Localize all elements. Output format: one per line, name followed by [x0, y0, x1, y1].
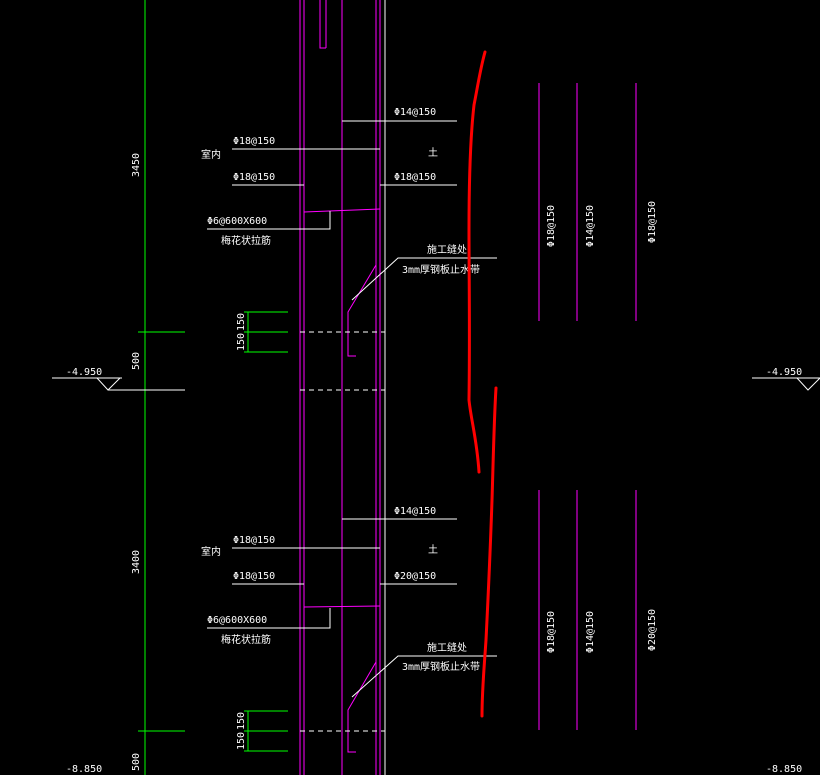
leader-line: [351, 257, 497, 301]
dimension-text-500-bottom: 500: [131, 753, 142, 771]
red-markup-stroke-upper: [467, 50, 487, 474]
vertical-rebar-label: Φ20@150: [647, 609, 658, 651]
elevation-text: -8.850: [766, 764, 802, 775]
vertical-rebar-label: Φ18@150: [546, 611, 557, 653]
dimension-text-150: 150: [236, 712, 247, 730]
waterstop-bar-lower: [347, 661, 377, 753]
rebar-label: Φ18@150: [394, 172, 436, 183]
soil-label: 土: [428, 146, 438, 159]
dimension-text-lower-height: 3400: [131, 550, 142, 574]
rebar-label: Φ14@150: [394, 107, 436, 118]
indoor-label: 室内: [201, 545, 221, 558]
elevation-text: -4.950: [66, 367, 102, 378]
waterstop-bar-upper: [347, 264, 377, 357]
vertical-rebar-label: Φ14@150: [585, 611, 596, 653]
elevation-text: -4.950: [766, 367, 802, 378]
joint-desc-label: 3mm厚钢板止水带: [402, 660, 480, 673]
joint-title-label: 施工缝处: [427, 243, 467, 256]
tie-spec-label: Φ6@600X600: [207, 216, 267, 227]
indoor-label: 室内: [201, 148, 221, 161]
elevation-symbol: [96, 377, 121, 391]
dimension-text-150: 150: [236, 732, 247, 750]
joint-title-label: 施工缝处: [427, 641, 467, 654]
rebar-label: Φ18@150: [233, 535, 275, 546]
soil-label: 土: [428, 543, 438, 556]
elevation-text: -8.850: [66, 764, 102, 775]
vertical-rebar-label: Φ18@150: [546, 205, 557, 247]
dimension-text-500: 500: [131, 352, 142, 370]
elevation-symbol: [796, 377, 820, 391]
leader-line: [207, 608, 331, 629]
dimension-text-150: 150: [236, 333, 247, 351]
rebar-label: Φ18@150: [233, 136, 275, 147]
tie-spec-label: Φ6@600X600: [207, 615, 267, 626]
leader-line: [207, 211, 331, 230]
leader-lines: [52, 120, 820, 698]
wall-section: [299, 0, 381, 775]
joint-desc-label: 3mm厚钢板止水带: [402, 263, 480, 276]
tie-bar-lower: [303, 605, 381, 608]
rebar-label: Φ18@150: [233, 172, 275, 183]
red-markup-stroke-lower: [480, 386, 498, 718]
rebar-hook: [319, 0, 326, 49]
rebar-label: Φ18@150: [233, 571, 275, 582]
vertical-rebar-label: Φ14@150: [585, 205, 596, 247]
vertical-rebar-label: Φ18@150: [647, 201, 658, 243]
tie-desc-label: 梅花状拉筋: [221, 633, 271, 646]
vertical-rebar-callouts: [538, 83, 637, 730]
tie-bar-upper: [303, 208, 381, 213]
rebar-label: Φ20@150: [394, 571, 436, 582]
dimension-text-150: 150: [236, 313, 247, 331]
rebar-label: Φ14@150: [394, 506, 436, 517]
leader-line: [351, 655, 497, 698]
dimension-chain: [138, 0, 288, 775]
dimension-text-upper-height: 3450: [131, 153, 142, 177]
tie-desc-label: 梅花状拉筋: [221, 234, 271, 247]
